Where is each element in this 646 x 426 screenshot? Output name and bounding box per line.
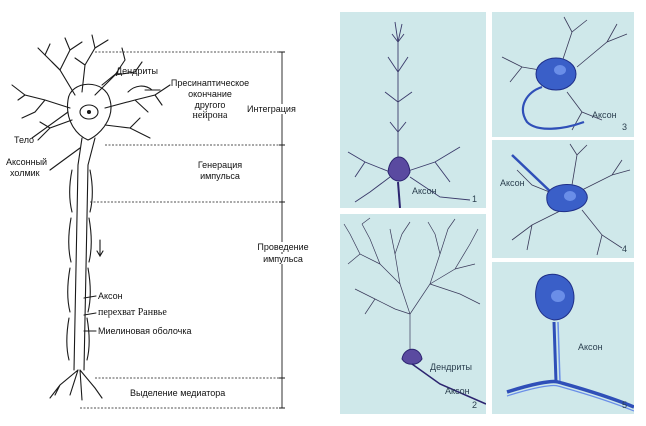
myelin-label: Миелиновая оболочка [98,326,192,336]
presynaptic-label-line3: другого [194,100,226,110]
nucleus [79,104,99,120]
hillock-label-line1: Аксонный [6,157,48,167]
neuron-panel-1: Аксон 1 [340,12,486,208]
presynaptic-label-line2: окончание [188,89,232,99]
pseudounipolar-neuron-illustration [506,273,634,412]
panel-4-axon-label: Аксон [500,178,525,188]
mediator-zone-label: Выделение медиатора [130,388,226,398]
generation-zone-label-line2: импульса [200,171,240,181]
axon-label: Аксон [98,291,123,301]
myelinated-axon [66,164,93,371]
panel-3-number: 3 [622,122,628,132]
neuron-panel-4: Аксон 4 [492,140,634,258]
panel-1-axon-label: Аксон [412,186,437,196]
panel-2-axon-label: Аксон [445,386,470,396]
panel-2-number: 2 [472,400,478,410]
panel-4-number: 4 [622,244,628,254]
presynaptic-label-line4: нейрона [192,110,228,121]
panel-2-dendrites-label: Дендриты [430,362,472,372]
generation-zone-label-line1: Генерация [197,160,243,170]
hillock-label-line2: холмик [10,168,40,178]
presynaptic-terminal [127,85,153,93]
conduction-zone-label-line2: импульса [248,254,318,264]
neuron-panel-3: Аксон 3 [492,12,634,137]
panel-5-axon-label: Аксон [578,342,603,352]
dendrite-tree [11,34,171,141]
cell-body [66,83,112,141]
panel-3-axon-label: Аксон [592,110,617,120]
purkinje-neuron-illustration [343,217,486,405]
dendrites-label: Дендриты [116,66,158,76]
ranvier-label: перехват Ранвье [98,307,167,318]
body-label: Тело [14,135,35,145]
neuron-panel-2: Дендриты Аксон 2 [340,214,486,414]
presynaptic-label-line1: Пресинаптическое [170,78,250,88]
pyramidal-neuron-illustration [347,21,471,208]
multipolar-neuron-illustration-3 [501,16,628,131]
axon-terminals [49,369,103,401]
panel-5-number: 5 [622,400,628,410]
axon-hillock [77,137,96,166]
neuron-structure-diagram [11,34,285,409]
conduction-zone-label-line1: Проведение [248,242,318,252]
integration-zone-label: Интеграция [247,104,296,114]
panel-1-number: 1 [472,194,478,204]
multipolar-neuron-illustration-4 [511,143,631,256]
neuron-panel-5: Аксон 5 [492,262,634,414]
